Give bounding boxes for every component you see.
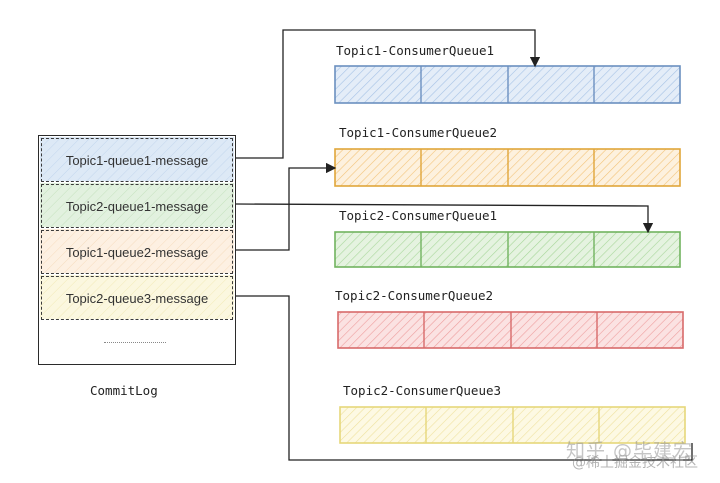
commitlog-row-bg-2: [40, 183, 234, 227]
queue-label: Topic2-ConsumerQueue1: [339, 208, 498, 223]
commitlog-row-bg-1: [40, 137, 234, 181]
commitlog-row: Topic1-queue2-message: [41, 230, 233, 274]
queue-bar-1: [334, 65, 681, 104]
queue-bar-3: [334, 231, 681, 268]
commitlog-row: Topic2-queue1-message: [41, 184, 233, 228]
commitlog-row-label: Topic1-queue2-message: [65, 244, 209, 260]
queue-bar-2: [334, 148, 681, 187]
commitlog-box: Topic1-queue1-message Topic2-queue1-mess…: [38, 135, 236, 365]
connector-topic1-queue1: [236, 29, 541, 159]
commitlog-more-dots: [104, 342, 166, 343]
watermark-line1: 知乎 @毕建宏: [566, 440, 694, 462]
commitlog-label: CommitLog: [90, 383, 158, 398]
watermark-line2: @稀土掘金技术社区: [572, 455, 698, 471]
queue-label: Topic1-ConsumerQueue2: [339, 125, 498, 140]
connector-topic1-queue2: [236, 162, 337, 251]
commitlog-row-bg-4: [40, 275, 234, 319]
commitlog-row-label: Topic2-queue3-message: [65, 290, 209, 306]
commitlog-row-bg-3: [40, 229, 234, 273]
queue-label: Topic2-ConsumerQueue2: [335, 288, 494, 303]
connector-topic2-queue1: [235, 203, 654, 234]
commitlog-row: Topic1-queue1-message: [41, 138, 233, 182]
queue-label: Topic2-ConsumerQueue3: [343, 383, 502, 398]
commitlog-row-label: Topic1-queue1-message: [65, 152, 209, 168]
queue-bar-5: [339, 406, 686, 444]
queue-label: Topic1-ConsumerQueue1: [336, 43, 495, 58]
commitlog-row: Topic2-queue3-message: [41, 276, 233, 320]
queue-bar-4: [337, 311, 684, 349]
connector-topic2-queue3: [236, 295, 693, 461]
commitlog-row-label: Topic2-queue1-message: [65, 198, 209, 214]
